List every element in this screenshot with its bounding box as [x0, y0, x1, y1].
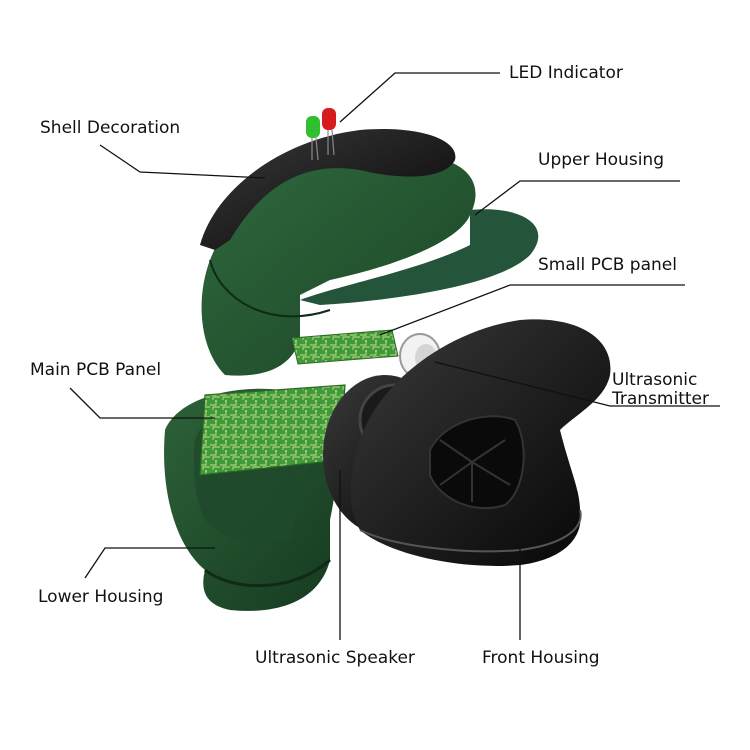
led-green	[306, 116, 320, 161]
front-housing-base	[359, 509, 582, 553]
leader-upper-housing	[474, 180, 680, 216]
front-housing-window	[429, 415, 525, 510]
upper-housing-edge	[209, 259, 331, 318]
led-red	[322, 108, 336, 156]
label-small-pcb-panel: Small PCB panel	[538, 255, 677, 275]
upper-housing-shape	[201, 153, 476, 376]
small-pcb-board	[291, 329, 399, 365]
label-main-pcb-panel: Main PCB Panel	[30, 360, 162, 380]
leader-shell-decoration	[99, 144, 266, 179]
label-led-indicator: LED Indicator	[509, 63, 623, 83]
label-upper-housing: Upper Housing	[538, 150, 664, 170]
label-ultrasonic-transmitter-line2: Transmitter	[612, 389, 709, 409]
lower-housing-rim	[204, 558, 331, 588]
label-lower-housing: Lower Housing	[38, 587, 164, 607]
shell-decoration	[200, 129, 456, 250]
leader-led-indicator	[339, 72, 500, 123]
upper-housing-brim	[300, 209, 539, 305]
label-shell-decoration: Shell Decoration	[40, 118, 181, 138]
front-housing-fan	[439, 439, 511, 502]
leader-small-pcb	[379, 284, 685, 336]
label-ultrasonic-transmitter-line1: Ultrasonic	[612, 370, 698, 390]
leader-lines	[69, 72, 720, 640]
leader-main-pcb	[69, 387, 215, 419]
label-ultrasonic-speaker: Ultrasonic Speaker	[255, 648, 415, 668]
leader-lower-housing	[84, 547, 215, 579]
leader-ultrasonic-transmitter	[434, 361, 720, 407]
label-front-housing: Front Housing	[482, 648, 600, 668]
